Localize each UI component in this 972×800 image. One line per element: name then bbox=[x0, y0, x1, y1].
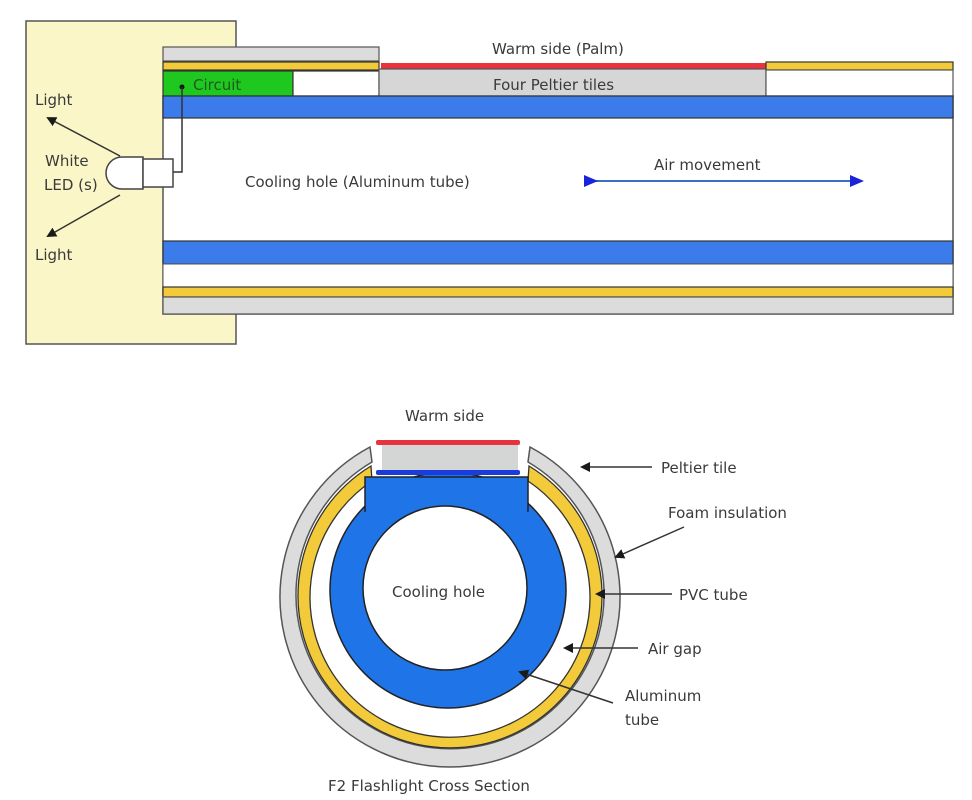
peltier-tiles-label: Four Peltier tiles bbox=[493, 76, 614, 94]
light-top-label: Light bbox=[35, 91, 73, 109]
aluminum-tube-label-line2: tube bbox=[625, 711, 659, 729]
cooling-hole-aluminum-label: Cooling hole (Aluminum tube) bbox=[245, 173, 470, 191]
cross-section-caption: F2 Flashlight Cross Section bbox=[328, 777, 530, 795]
peltier-tile-label: Peltier tile bbox=[661, 459, 737, 477]
aluminum-wall-top bbox=[162, 95, 954, 119]
aluminum-wall-bottom bbox=[162, 240, 954, 265]
warm-side-label: Warm side bbox=[405, 407, 484, 425]
warm-side-palm-label: Warm side (Palm) bbox=[492, 40, 624, 58]
light-bottom-label: Light bbox=[35, 246, 73, 264]
aluminum-tube-label-line1: Aluminum bbox=[625, 687, 701, 705]
cooling-hole bbox=[362, 505, 528, 671]
air-movement-label: Air movement bbox=[654, 156, 761, 174]
peltier-cold-side bbox=[376, 470, 520, 475]
circuit-label: Circuit bbox=[193, 76, 241, 94]
pvc-strip-bottom bbox=[162, 286, 954, 298]
white-led-label-line1: White bbox=[45, 152, 89, 170]
led-wire bbox=[172, 87, 183, 173]
cross-section: Warm side Peltier tile Foam insulation C… bbox=[279, 407, 787, 795]
pvc-strip-top-right bbox=[765, 61, 954, 71]
warm-side-strip bbox=[381, 63, 766, 69]
white-led-icon bbox=[105, 156, 174, 190]
white-led-label-line2: LED (s) bbox=[44, 176, 98, 194]
aluminum-tube-arrow bbox=[518, 669, 614, 704]
air-gap-top-right bbox=[765, 69, 954, 97]
foam-strip-top-left bbox=[162, 46, 380, 62]
pvc-tube-ring bbox=[297, 464, 603, 749]
foam-insulation-label: Foam insulation bbox=[668, 504, 787, 522]
peltier-tile bbox=[382, 443, 518, 471]
foam-insulation-arrow bbox=[614, 526, 685, 559]
foam-strip-bottom bbox=[162, 296, 954, 315]
longitudinal-section: Warm side (Palm) Circuit Four Peltier ti… bbox=[25, 20, 954, 345]
light-arrow-down bbox=[46, 194, 121, 237]
foam-insulation-ring bbox=[279, 445, 621, 768]
peltier-warm-side bbox=[376, 440, 520, 445]
pvc-strip-top-left bbox=[162, 61, 380, 71]
light-arrow-up bbox=[46, 117, 121, 157]
air-gap-bottom bbox=[162, 263, 954, 288]
air-gap-label: Air gap bbox=[648, 640, 702, 658]
cooling-hole-label: Cooling hole bbox=[392, 583, 485, 601]
air-gap-top-left bbox=[292, 70, 380, 97]
pvc-tube-label: PVC tube bbox=[679, 586, 748, 604]
